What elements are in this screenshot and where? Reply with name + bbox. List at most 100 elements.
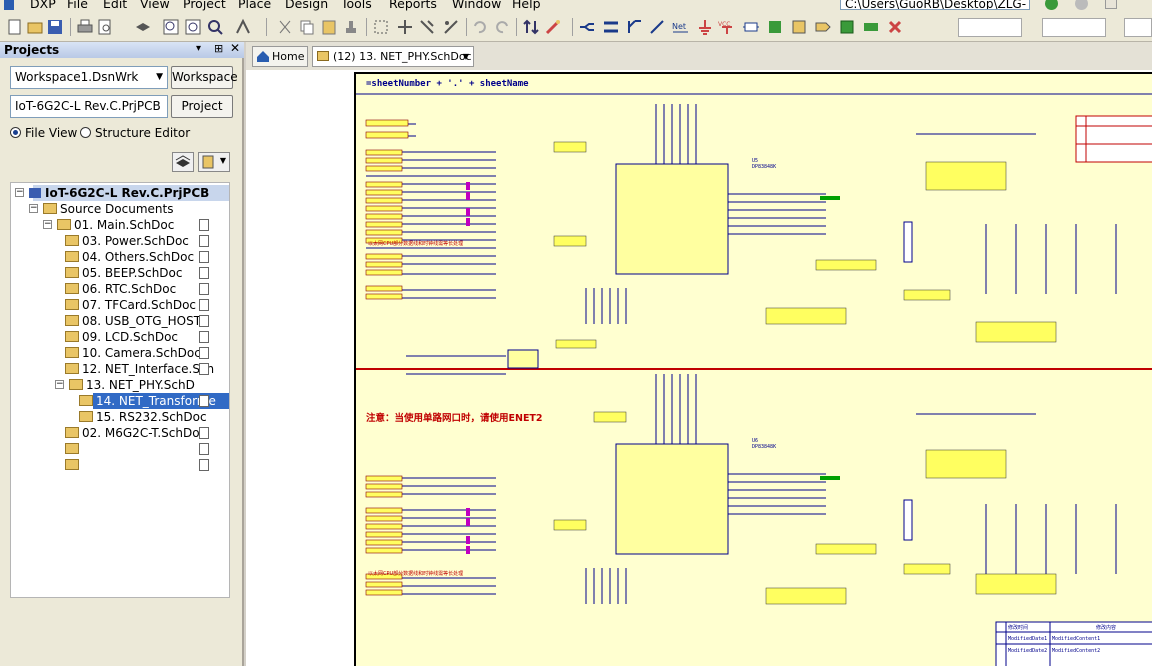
tree-doc-item[interactable]: −01. Main.SchDoc (43, 217, 213, 233)
menu-help[interactable]: Help (512, 0, 541, 11)
menu-tools[interactable]: Tools (341, 0, 372, 11)
collapse-icon[interactable]: − (15, 187, 24, 197)
menu-window[interactable]: Window (452, 0, 502, 11)
menu-project[interactable]: Project (183, 0, 226, 11)
place-net-icon[interactable]: Net (672, 18, 690, 36)
filter-combo[interactable] (958, 18, 1022, 37)
tree-doc-item[interactable]: 05. BEEP.SchDoc (65, 265, 213, 281)
zoom-selected-icon[interactable] (206, 18, 224, 36)
layers-icon[interactable] (134, 18, 152, 36)
undo-icon[interactable] (470, 18, 488, 36)
place-part-icon[interactable] (742, 18, 760, 36)
place-power-port-icon[interactable]: VCC (718, 18, 736, 36)
select-area-icon[interactable] (372, 18, 390, 36)
place-no-erc-icon[interactable] (886, 18, 904, 36)
schdoc-icon (79, 395, 93, 406)
project-button[interactable]: Project (171, 95, 233, 118)
place-bus-icon[interactable] (602, 18, 620, 36)
chevron-down-icon[interactable]: ▼ (462, 52, 469, 61)
clear-filter-icon[interactable] (442, 18, 460, 36)
zoom-area-icon[interactable] (184, 18, 202, 36)
tree-doc-item[interactable]: 09. LCD.SchDoc (65, 329, 213, 345)
tree-doc-item[interactable]: 06. RTC.SchDoc (65, 281, 213, 297)
print-icon[interactable] (76, 18, 94, 36)
workspace-select[interactable]: Workspace1.DsnWrk ▼ (10, 66, 168, 89)
tree-doc-item[interactable]: 12. NET_Interface.Sch (65, 361, 214, 377)
redo-icon[interactable] (494, 18, 512, 36)
workspace-select-value: Workspace1.DsnWrk (15, 70, 139, 84)
menu-edit[interactable]: Edit (103, 0, 128, 11)
schematic-canvas[interactable]: =sheetNumber + '.' + sheetName 注意：当使用单路网… (246, 70, 1152, 666)
schdoc-icon (65, 315, 79, 326)
tree-doc-item[interactable]: 10. Camera.SchDoc (65, 345, 213, 361)
doc-tab-net-phy[interactable]: (12) 13. NET_PHY.SchDoc ▼ (312, 46, 474, 67)
tree-doc-item-selected[interactable]: 14. NET_Transforme (79, 393, 216, 409)
collapse-icon[interactable]: − (55, 379, 64, 389)
folder-icon (43, 203, 57, 214)
home-icon (257, 51, 269, 62)
home-tab[interactable]: Home (252, 46, 308, 67)
copy-icon[interactable] (298, 18, 316, 36)
document-icon (199, 331, 209, 343)
workspace-button[interactable]: Workspace (171, 66, 238, 89)
document-icon (199, 283, 209, 295)
panel-menu-icon[interactable]: ▾ (196, 43, 202, 54)
collapse-icon[interactable]: − (29, 203, 38, 213)
move-icon[interactable] (396, 18, 414, 36)
place-ground-icon[interactable] (696, 18, 714, 36)
back-nav-icon[interactable] (1045, 0, 1058, 12)
dxp-logo-icon[interactable] (4, 0, 14, 11)
tree-doc-item[interactable]: 08. USB_OTG_HOST. (65, 313, 213, 329)
rubber-stamp-icon[interactable] (342, 18, 360, 36)
place-device-sheet-icon[interactable] (838, 18, 856, 36)
tree-doc-item[interactable] (65, 457, 213, 473)
document-tab-bar: Home (12) 13. NET_PHY.SchDoc ▼ (246, 42, 1152, 70)
tree-doc-item[interactable]: 04. Others.SchDoc (65, 249, 213, 265)
menu-reports[interactable]: Reports (389, 0, 437, 11)
rev-row-2-date: ModifiedDate2 (1008, 648, 1048, 654)
tree-doc-item[interactable] (65, 441, 213, 457)
project-options-button[interactable] (172, 152, 194, 172)
forward-nav-icon[interactable] (1075, 0, 1088, 12)
zoom-fit-icon[interactable] (162, 18, 180, 36)
file-view-radio[interactable]: File View (10, 126, 77, 140)
tree-doc-item[interactable]: 02. M6G2C-T.SchDoc (65, 425, 213, 441)
place-port-icon[interactable] (814, 18, 832, 36)
place-sheet-entry-icon[interactable] (790, 18, 808, 36)
extra-combo[interactable] (1124, 18, 1152, 37)
open-folder-icon[interactable] (26, 18, 44, 36)
refresh-icon[interactable] (1105, 0, 1117, 12)
project-field[interactable]: IoT-6G2C-L Rev.C.PrjPCB (10, 95, 168, 118)
menu-place[interactable]: Place (238, 0, 272, 11)
pin-icon[interactable]: ⊞ (214, 42, 224, 55)
hierarchy-icon[interactable] (522, 18, 540, 36)
compile-icon[interactable] (544, 18, 562, 36)
place-sheet-symbol-icon[interactable] (766, 18, 784, 36)
cut-icon[interactable] (276, 18, 294, 36)
print-preview-icon[interactable] (96, 18, 114, 36)
variant-combo[interactable] (1042, 18, 1106, 37)
tree-doc-item[interactable]: 07. TFCard.SchDoc (65, 297, 213, 313)
close-panel-icon[interactable]: ✕ (230, 41, 241, 55)
menu-view[interactable]: View (140, 0, 170, 11)
menu-design[interactable]: Design (285, 0, 329, 11)
browse-icon[interactable] (234, 18, 252, 36)
path-field[interactable]: C:\Users\GuoRB\Desktop\ZLG- (840, 0, 1030, 10)
project-docs-dropdown[interactable]: ▼ (198, 152, 230, 172)
tree-doc-item[interactable]: 03. Power.SchDoc (65, 233, 213, 249)
schematic-drawing (356, 93, 1152, 666)
paste-icon[interactable] (320, 18, 338, 36)
place-net-label-icon[interactable] (648, 18, 666, 36)
menu-file[interactable]: File (67, 0, 88, 11)
tree-doc-item[interactable]: 15. RS232.SchDoc (79, 409, 213, 425)
structure-editor-radio[interactable]: Structure Editor (80, 126, 190, 140)
save-icon[interactable] (46, 18, 64, 36)
collapse-icon[interactable]: − (43, 219, 52, 229)
menu-dxp[interactable]: DXP (30, 0, 56, 11)
new-doc-icon[interactable] (6, 18, 24, 36)
place-offsheet-icon[interactable] (862, 18, 880, 36)
place-wire-icon[interactable] (578, 18, 596, 36)
deselect-icon[interactable] (418, 18, 436, 36)
tree-doc-item[interactable]: −13. NET_PHY.SchD (55, 377, 213, 393)
place-bus-entry-icon[interactable] (626, 18, 644, 36)
